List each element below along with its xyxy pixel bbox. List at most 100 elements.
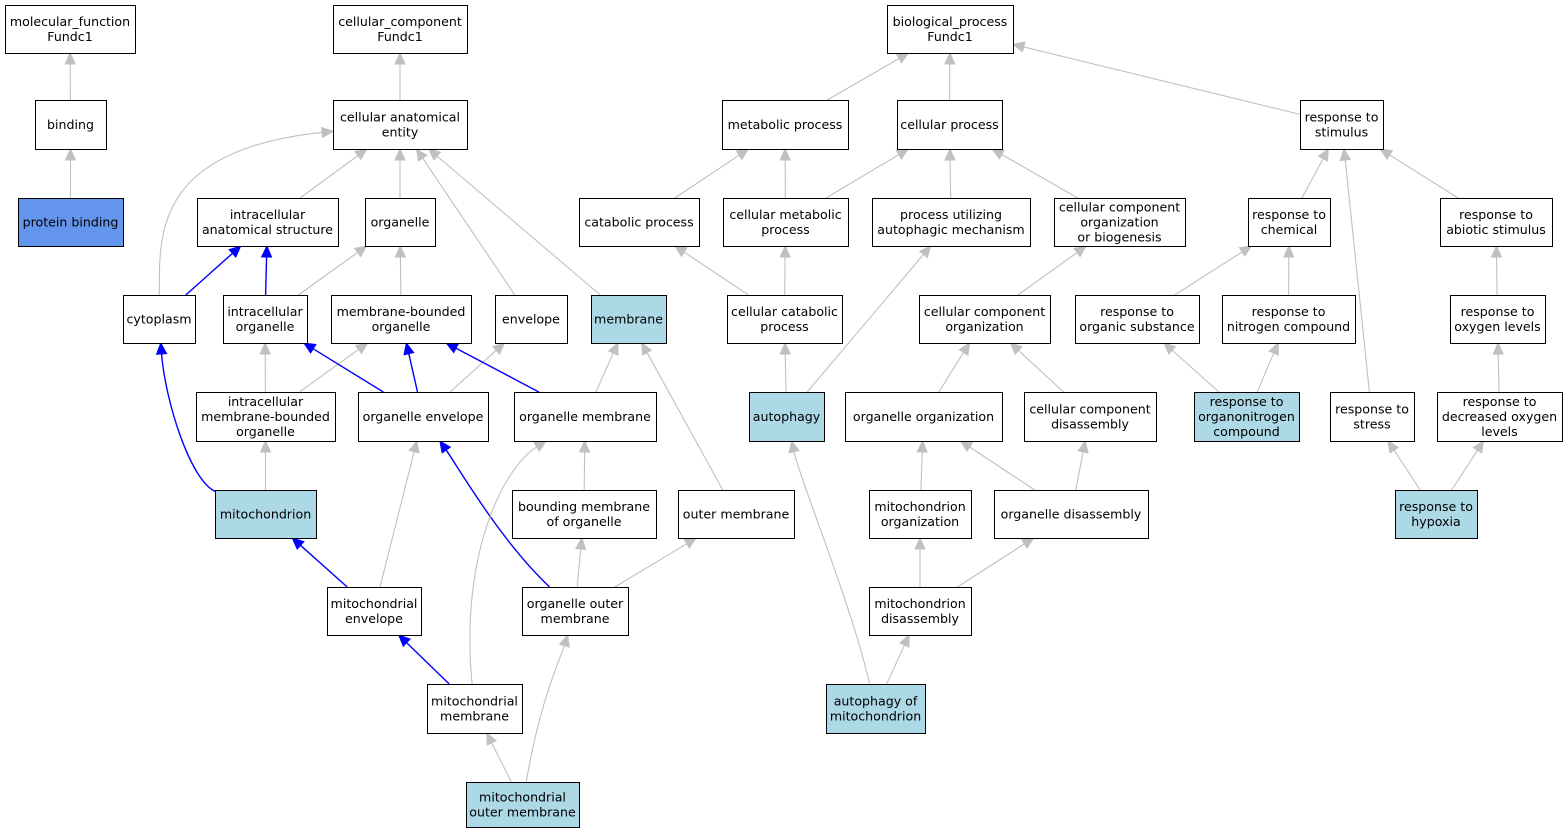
- node-label: protein binding: [23, 215, 119, 230]
- edge-ccatab-to-catab: [673, 245, 749, 296]
- node-outer[interactable]: outer membrane: [678, 490, 795, 539]
- edge-rstim-to-bp: [1011, 41, 1301, 115]
- node-box: [1075, 295, 1200, 344]
- node-autophagy[interactable]: autophagy: [749, 392, 825, 442]
- node-organelle[interactable]: organelle: [365, 198, 436, 247]
- edge-arrowhead: [403, 341, 415, 356]
- node-binding[interactable]: binding: [35, 100, 107, 150]
- edge-ccd-to-cco: [1009, 342, 1064, 393]
- edge-arrowhead: [408, 439, 420, 454]
- node-box: [723, 198, 849, 247]
- node-label: disassembly: [881, 611, 959, 626]
- node-label: outer membrane: [683, 507, 790, 522]
- node-label: cellular component: [924, 304, 1045, 319]
- edge-arrowhead: [578, 439, 591, 453]
- node-oenv[interactable]: organelle envelope: [358, 392, 489, 442]
- edge-arrowhead: [1011, 41, 1026, 53]
- edge-line: [938, 351, 965, 393]
- node-label: membrane-bounded: [201, 409, 330, 424]
- node-metab[interactable]: metabolic process: [722, 100, 849, 150]
- edge-ccob-to-cellproc: [991, 148, 1078, 199]
- node-box: [197, 198, 339, 247]
- node-omem[interactable]: organelle membrane: [514, 392, 657, 442]
- edge-arrowhead: [1238, 245, 1253, 258]
- edge-arrowhead: [1472, 439, 1485, 454]
- node-label: cellular component: [1029, 402, 1150, 417]
- edge-line: [1495, 255, 1498, 296]
- node-membrane[interactable]: membrane: [591, 295, 667, 344]
- edge-line: [1017, 251, 1079, 296]
- node-box: [678, 490, 795, 539]
- node-cellproc[interactable]: cellular process: [897, 100, 1003, 150]
- node-orgdis[interactable]: organelle disassembly: [994, 490, 1149, 539]
- node-label: response to: [1459, 207, 1533, 222]
- node-label: stimulus: [1315, 125, 1368, 140]
- node-label: membrane: [541, 611, 610, 626]
- node-box: [826, 684, 926, 734]
- node-box: [196, 392, 336, 442]
- edge-rstress-to-rstim: [1339, 147, 1370, 393]
- edge-orgdis-to-ccd: [1075, 439, 1089, 491]
- node-label: decreased oxygen: [1442, 409, 1557, 424]
- node-box: [333, 5, 468, 54]
- node-catab[interactable]: catabolic process: [579, 198, 700, 247]
- node-mito[interactable]: mitochondrion: [215, 490, 317, 539]
- edge-oenv-to-envelope: [449, 342, 506, 393]
- node-box: [331, 295, 472, 344]
- node-protein_binding[interactable]: protein binding: [18, 198, 124, 247]
- node-label: nitrogen compound: [1227, 319, 1350, 334]
- edge-binding-to-mf: [64, 51, 76, 101]
- edge-catab-to-metab: [674, 148, 750, 199]
- edge-rorg-to-rchem: [1174, 245, 1253, 296]
- edge-mitoorg-to-orgorg: [916, 439, 928, 491]
- node-envelope[interactable]: envelope: [495, 295, 568, 344]
- edge-arrowhead: [1009, 342, 1023, 356]
- node-cytoplasm[interactable]: cytoplasm: [123, 295, 196, 344]
- node-label: organelle disassembly: [1001, 507, 1142, 522]
- node-box: [1330, 392, 1415, 442]
- edge-line: [449, 349, 498, 393]
- edge-line: [299, 544, 348, 588]
- node-orgorg[interactable]: organelle organization: [845, 392, 1003, 442]
- node-label: organization: [1080, 215, 1158, 230]
- edge-line: [957, 542, 1026, 588]
- edge-line: [1497, 352, 1500, 393]
- edge-arrowhead: [683, 537, 698, 549]
- edge-roxy-to-rabio: [1490, 244, 1503, 296]
- node-label: response to: [1461, 304, 1535, 319]
- edge-line: [825, 153, 900, 199]
